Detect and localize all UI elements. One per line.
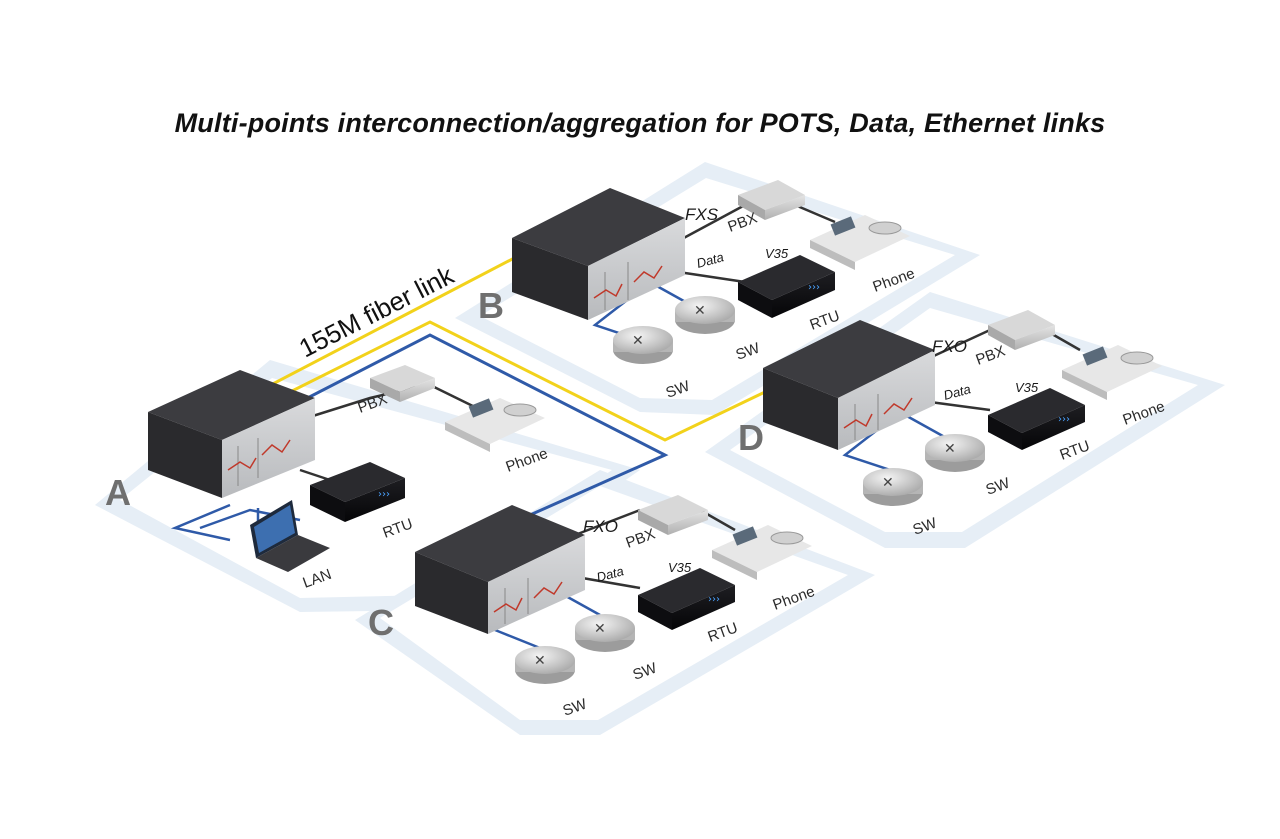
rtu-b: ›››	[738, 255, 835, 318]
site-c: ››› ✕ ✕ FXO PBX Data V35 RTU Phone SW SW…	[368, 495, 817, 720]
site-label-b: B	[478, 285, 504, 326]
site-label-a: A	[105, 472, 131, 513]
rack-chassis-b	[512, 188, 685, 320]
switch-c1: ✕	[515, 646, 575, 684]
svg-text:✕: ✕	[694, 303, 706, 319]
v35-label-c: V35	[668, 560, 692, 575]
switch-c2: ✕	[575, 614, 635, 652]
phone-d	[1062, 345, 1162, 400]
laptop-a	[250, 500, 330, 572]
site-d: ››› ✕ ✕ FXO PBX Data V35 RTU Phone SW SW…	[738, 310, 1167, 539]
interface-label-b: FXS	[685, 205, 719, 224]
v35-label-d: V35	[1015, 380, 1039, 395]
site-b: ››› ✕ ✕ FXS PBX Data V35 RTU Phone SW SW…	[478, 180, 917, 402]
v35-label-b: V35	[765, 246, 789, 261]
rack-chassis-d	[763, 320, 935, 450]
svg-text:›››: ›››	[808, 282, 820, 293]
fiber-links	[264, 253, 766, 517]
switch-b1: ✕	[613, 326, 673, 364]
switch-b2: ✕	[675, 296, 735, 334]
pbx-a	[370, 365, 435, 402]
phone-b	[810, 215, 910, 270]
svg-text:›››: ›››	[1058, 414, 1070, 425]
svg-text:✕: ✕	[632, 333, 644, 349]
pbx-d	[988, 310, 1055, 350]
rack-chassis-c	[415, 505, 585, 634]
svg-text:✕: ✕	[944, 441, 956, 457]
pbx-c	[638, 495, 708, 535]
phone-a	[445, 398, 545, 452]
data-label-c: Data	[595, 563, 625, 585]
svg-text:›››: ›››	[708, 594, 720, 605]
phone-c	[712, 525, 812, 580]
switch-d1: ✕	[863, 468, 923, 506]
site-label-d: D	[738, 417, 764, 458]
data-label-b: Data	[695, 249, 725, 271]
svg-text:✕: ✕	[534, 653, 546, 669]
data-label-d: Data	[942, 381, 972, 403]
site-label-c: C	[368, 602, 394, 643]
switch-d2: ✕	[925, 434, 985, 472]
svg-text:✕: ✕	[594, 621, 606, 637]
site-a: ››› PBX Phone RTU LAN A	[105, 365, 550, 592]
rtu-a: ›››	[310, 462, 405, 522]
interface-label-c: FXO	[583, 517, 618, 536]
svg-text:✕: ✕	[882, 475, 894, 491]
rtu-d: ›››	[988, 388, 1085, 450]
rack-chassis-a	[148, 370, 315, 498]
rtu-c: ›››	[638, 568, 735, 630]
interface-label-d: FXO	[932, 337, 967, 356]
pbx-b	[738, 180, 805, 220]
diagram-title: Multi-points interconnection/aggregation…	[174, 108, 1106, 138]
svg-text:›››: ›››	[378, 489, 390, 500]
